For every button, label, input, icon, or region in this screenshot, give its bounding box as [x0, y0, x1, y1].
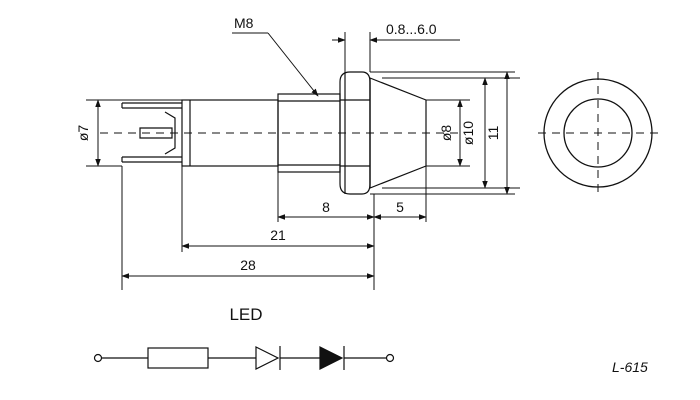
- diode-outline-icon: [255, 346, 280, 370]
- label-dia-10: ø10: [460, 121, 476, 145]
- label-dia-7: ø7: [75, 125, 91, 142]
- front-view: [538, 72, 660, 198]
- label-height-11: 11: [485, 126, 501, 141]
- label-dia-8: ø8: [438, 125, 454, 142]
- circuit-title: LED: [229, 305, 262, 324]
- label-len-21: 21: [270, 227, 286, 243]
- label-len-28: 28: [240, 257, 256, 273]
- diode-filled-icon: [319, 346, 344, 370]
- side-view: [100, 71, 460, 195]
- label-panel-range: 0.8...6.0: [386, 21, 437, 37]
- terminal-right-icon: [385, 353, 395, 363]
- led-schematic: [93, 346, 395, 370]
- dimensions: [86, 32, 520, 290]
- resistor-icon: [147, 347, 209, 369]
- model-label: L-615: [612, 359, 648, 375]
- label-len-8: 8: [322, 199, 330, 215]
- label-thread: M8: [234, 15, 254, 31]
- label-len-5: 5: [396, 199, 404, 215]
- terminal-left-icon: [93, 353, 103, 363]
- terminal-pins: [121, 102, 182, 163]
